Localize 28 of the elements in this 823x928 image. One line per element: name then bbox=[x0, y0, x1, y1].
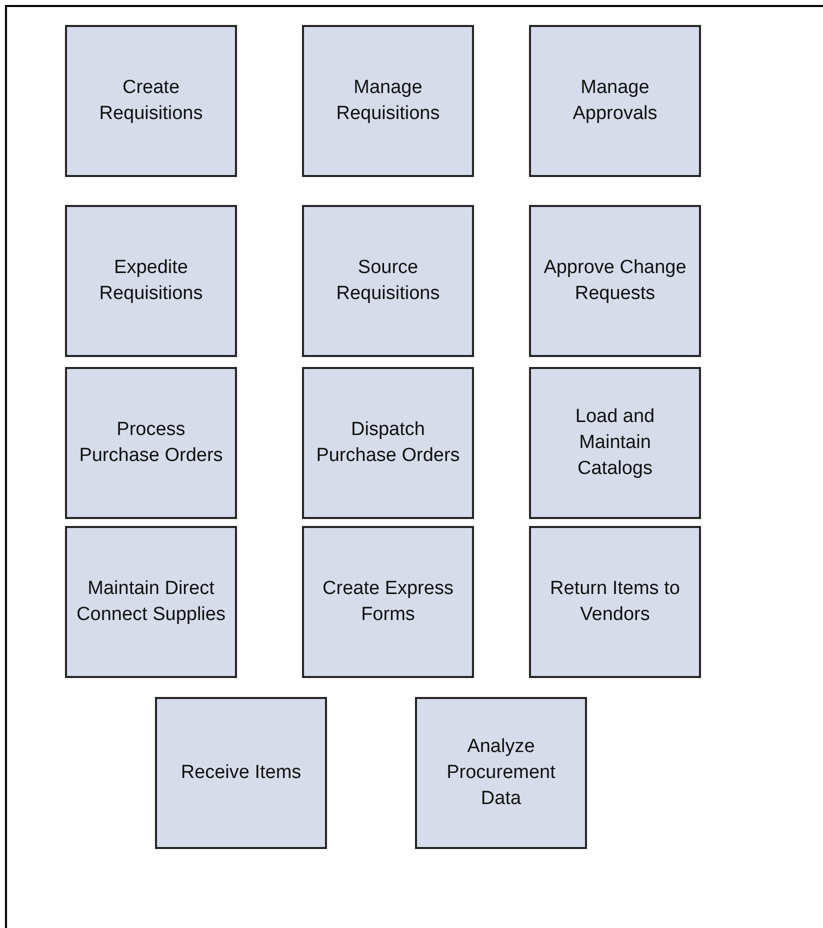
box-label: Return Items to Vendors bbox=[549, 577, 681, 627]
process-box bbox=[529, 205, 701, 357]
box-label: Approve Change Requests bbox=[542, 256, 688, 306]
box-label: Dispatch Purchase Orders bbox=[315, 418, 461, 468]
box-label: Expedite Requisitions bbox=[98, 256, 204, 306]
box-label: Create Requisitions bbox=[98, 76, 204, 126]
process-box bbox=[529, 526, 701, 678]
process-box bbox=[65, 367, 237, 519]
box-label: Create Express Forms bbox=[322, 577, 454, 627]
box-label: Analyze Procurement Data bbox=[446, 735, 556, 811]
box-label: Maintain Direct Connect Supplies bbox=[76, 577, 226, 627]
process-box bbox=[65, 25, 237, 177]
process-box bbox=[155, 697, 327, 849]
process-box bbox=[302, 205, 474, 357]
process-box bbox=[415, 697, 587, 849]
process-box bbox=[302, 367, 474, 519]
process-box bbox=[529, 25, 701, 177]
process-box bbox=[65, 526, 237, 678]
box-label: Manage Requisitions bbox=[335, 76, 441, 126]
process-box bbox=[65, 205, 237, 357]
box-label: Source Requisitions bbox=[335, 256, 441, 306]
box-label: Manage Approvals bbox=[572, 76, 658, 126]
process-box bbox=[529, 367, 701, 519]
box-label: Receive Items bbox=[180, 761, 302, 785]
process-box bbox=[302, 25, 474, 177]
process-box bbox=[302, 526, 474, 678]
box-label: Process Purchase Orders bbox=[78, 418, 224, 468]
box-label: Load and Maintain Catalogs bbox=[574, 405, 656, 481]
